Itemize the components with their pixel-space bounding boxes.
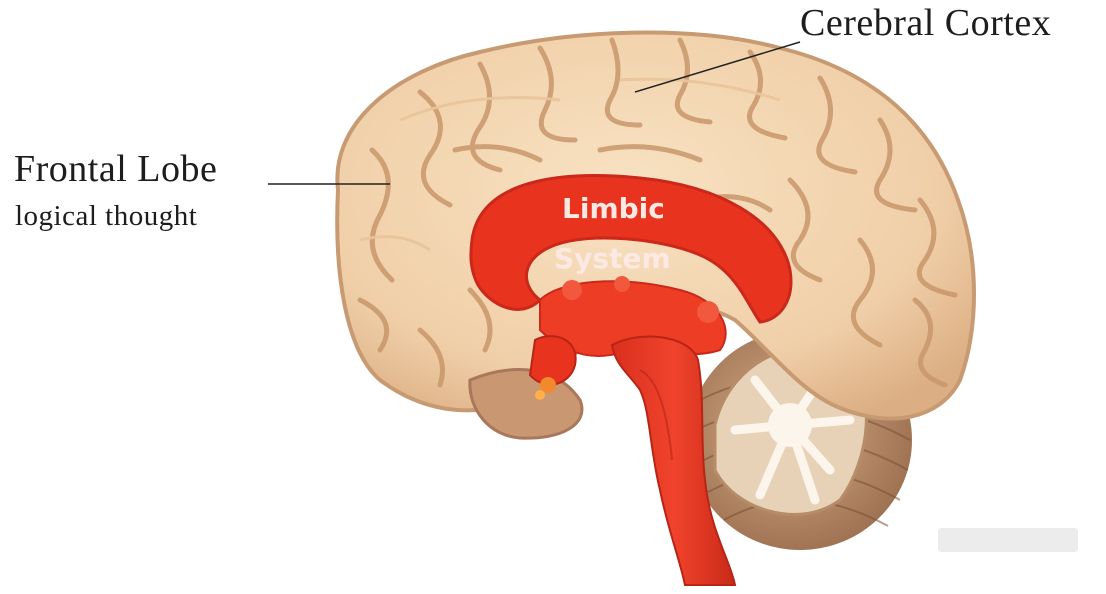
limbic-label-line1: Limbic xyxy=(562,192,665,225)
limbic-system xyxy=(469,174,793,400)
watermark xyxy=(938,528,1078,552)
cerebral-cortex-label: Cerebral Cortex xyxy=(800,2,1052,44)
frontal-lobe-label: Frontal Lobe xyxy=(14,148,218,190)
brainstem xyxy=(610,335,737,586)
cortex-leader-line xyxy=(634,41,801,93)
limbic-label-line2: System xyxy=(554,242,671,275)
frontal-lobe-note: logical thought xyxy=(15,200,198,232)
